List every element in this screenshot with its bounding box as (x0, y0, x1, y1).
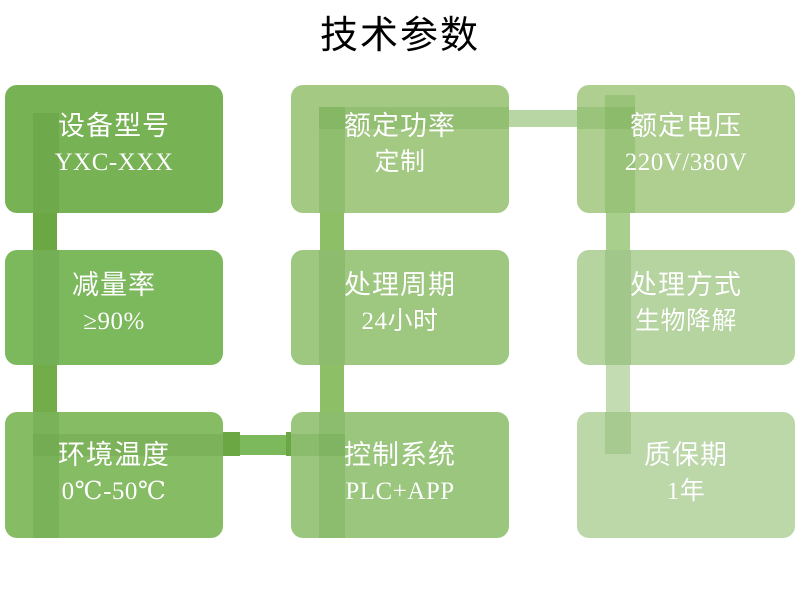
card-treatment-method[interactable]: 处理方式 生物降解 (577, 250, 795, 365)
card-warranty-period[interactable]: 质保期 1年 (577, 412, 795, 538)
card-rated-power[interactable]: 额定功率 定制 (291, 85, 509, 213)
card-accent-bar (33, 113, 59, 213)
card-value: 生物降解 (634, 308, 737, 335)
card-ambient-temperature[interactable]: 环境温度 0℃-50℃ (5, 412, 223, 538)
card-accent-band (319, 107, 509, 129)
card-accent-bar (33, 250, 59, 365)
card-value: PLC+APP (345, 478, 455, 505)
card-label: 设备型号 (58, 111, 170, 141)
card-value: ≥90% (83, 308, 145, 335)
card-value: 1年 (666, 478, 706, 505)
card-treatment-cycle[interactable]: 处理周期 24小时 (291, 250, 509, 365)
card-accent-band (33, 434, 223, 456)
card-control-system[interactable]: 控制系统 PLC+APP (291, 412, 509, 538)
card-accent-band (291, 434, 345, 456)
card-label: 减量率 (72, 270, 156, 300)
card-value: 定制 (374, 149, 426, 176)
card-rated-voltage[interactable]: 额定电压 220V/380V (577, 85, 795, 213)
card-label: 环境温度 (58, 440, 170, 470)
card-accent-band (577, 107, 635, 129)
card-accent-bar (319, 107, 345, 213)
card-accent-bar (605, 95, 635, 213)
card-label: 控制系统 (344, 440, 456, 470)
card-label: 额定功率 (344, 111, 456, 141)
card-accent-bar (33, 412, 59, 538)
card-accent-bar (605, 250, 631, 365)
card-accent-bar (605, 412, 631, 454)
card-value: 0℃-50℃ (61, 478, 167, 505)
card-reduction-rate[interactable]: 减量率 ≥90% (5, 250, 223, 365)
card-value: YXC-XXX (54, 149, 174, 176)
card-device-model[interactable]: 设备型号 YXC-XXX (5, 85, 223, 213)
card-label: 额定电压 (630, 111, 742, 141)
card-accent-bar (319, 250, 345, 365)
card-value: 24小时 (361, 308, 439, 335)
card-label: 处理周期 (344, 270, 456, 300)
card-accent-bar (319, 412, 345, 538)
card-value: 220V/380V (624, 149, 748, 176)
page-title: 技术参数 (319, 15, 480, 57)
card-label: 质保期 (644, 440, 728, 470)
card-label: 处理方式 (630, 270, 742, 300)
